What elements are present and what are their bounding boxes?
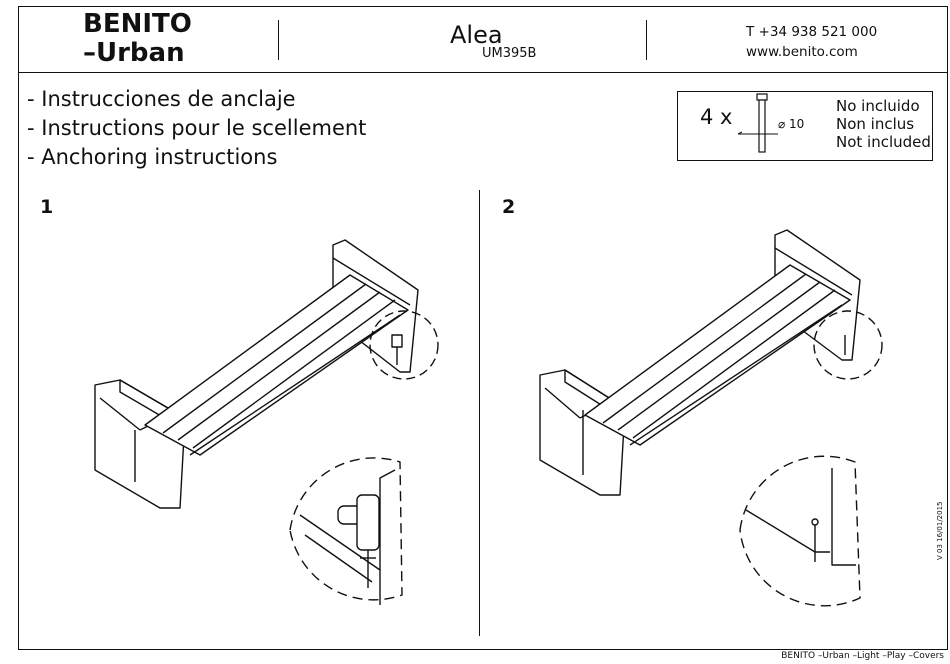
step-number-2: 2 [502,196,516,218]
contact-info: T +34 938 521 000 www.benito.com [746,22,877,62]
instruction-title-en: - Anchoring instructions [27,145,278,169]
version-stamp: V 03 16/01/2015 [936,501,944,561]
header-separator-left [278,20,279,60]
page-frame [18,6,948,650]
hardware-notice-box: 4 x ⌀ 10 No incluido Non inclus Not incl… [677,91,933,161]
anchor-bolt-icon [737,93,778,153]
instruction-titles: - Instrucciones de anclaje - Instruction… [27,85,366,172]
instruction-title-fr: - Instructions pour le scellement [27,116,367,140]
phone-number: T +34 938 521 000 [746,24,878,40]
website: www.benito.com [746,44,858,60]
note-es: No incluido [836,97,920,115]
header-separator-right [646,20,647,60]
bench-illustration-2 [539,229,883,496]
note-fr: Non inclus [836,115,915,133]
footer-brands: BENITO –Urban –Light –Play –Covers [781,651,944,661]
steps-divider [479,190,480,636]
header-divider [18,72,948,73]
bench-illustration-1 [94,239,439,509]
note-en: Not included [836,133,931,151]
bolt-diameter: ⌀ 10 [778,117,805,131]
detail-illustration-1 [289,457,403,605]
instruction-title-es: - Instrucciones de anclaje [27,87,296,111]
detail-illustration-2 [739,455,861,607]
step-number-1: 1 [40,196,54,218]
bolt-quantity: 4 x [700,105,733,129]
brand-line-1: BENITO [83,9,192,39]
brand-logo: BENITO –Urban [83,10,192,68]
brand-line-2: –Urban [83,38,185,68]
product-name: Alea [450,21,503,49]
model-code: UM395B [482,46,537,61]
not-included-notes: No incluido Non inclus Not included [836,97,931,151]
